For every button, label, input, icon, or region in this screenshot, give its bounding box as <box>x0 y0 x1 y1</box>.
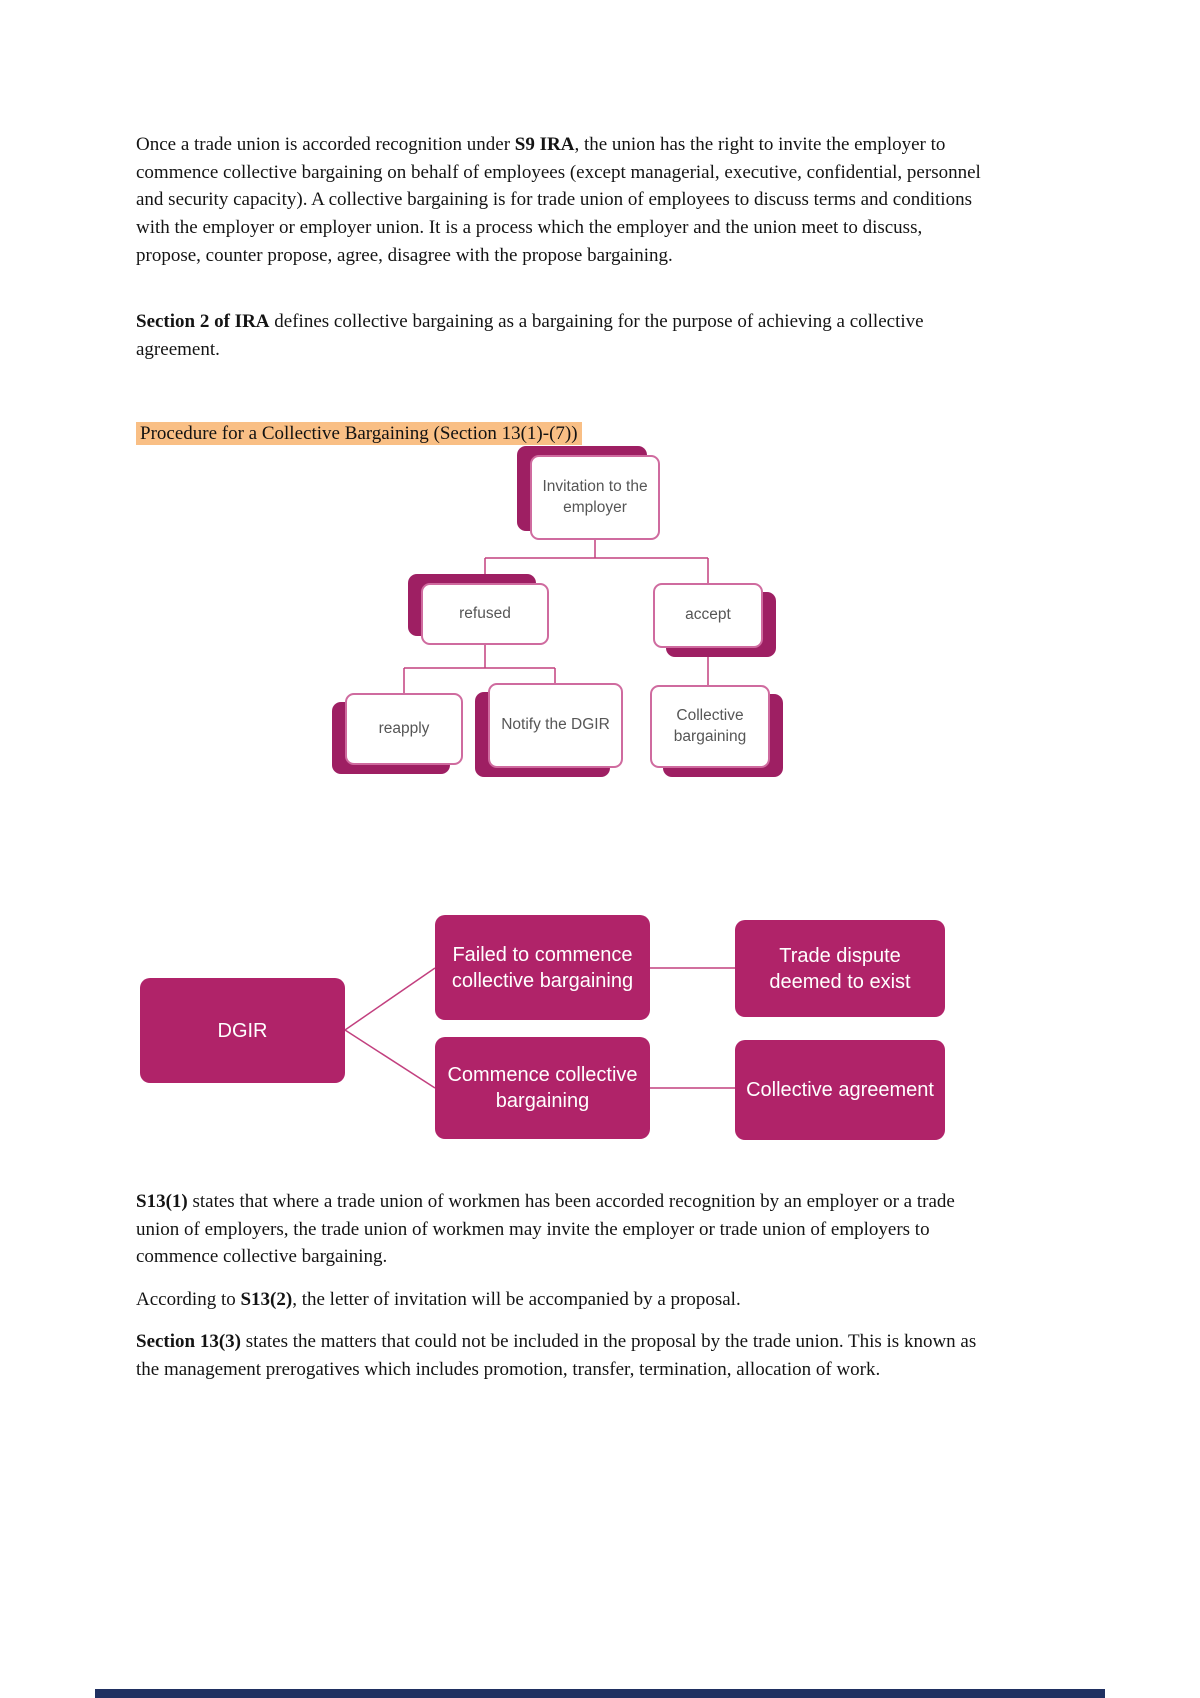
text-run: , the letter of invitation will be accom… <box>292 1289 741 1310</box>
node-label: reapply <box>378 719 430 737</box>
text-run-bold: S13(1) <box>136 1191 188 1212</box>
text-run-bold: S13(2) <box>240 1289 293 1310</box>
node-label: Commence collective bargaining <box>447 1064 638 1112</box>
flow-node-dgir: DGIR <box>140 978 345 1083</box>
paragraph-section2: Section 2 of IRA defines collective barg… <box>136 308 984 363</box>
flow-node-commence: Commence collective bargaining <box>435 1037 650 1139</box>
flow-node-failed-commence: Failed to commence collective bargaining <box>435 915 650 1020</box>
paragraph-s13-1: S13(1) states that where a trade union o… <box>136 1188 984 1271</box>
text-run-bold: S9 IRA <box>514 134 575 155</box>
node-label: Notify the DGIR <box>501 716 610 734</box>
node-label: Invitation to the employer <box>542 478 648 516</box>
node-label: Collective agreement <box>746 1079 934 1101</box>
flow-node-accept: accept <box>653 583 776 657</box>
flow-node-collective-bargaining: Collective bargaining <box>650 685 783 777</box>
flow-node-collective-agreement: Collective agreement <box>735 1040 945 1140</box>
node-label: DGIR <box>217 1019 268 1042</box>
node-box: Collective bargaining <box>650 685 770 768</box>
flow-node-notify-dgir: Notify the DGIR <box>475 683 623 777</box>
node-box: accept <box>653 583 763 648</box>
bottom-page-bar <box>95 1689 1105 1698</box>
text-run: defines collective bargaining as a barga… <box>136 311 924 360</box>
text-run: According to <box>136 1289 241 1310</box>
node-box: reapply <box>345 693 463 765</box>
node-label: Collective bargaining <box>673 707 747 745</box>
text-run-bold: Section 13(3) <box>136 1331 242 1352</box>
node-box: refused <box>421 583 549 645</box>
flow-node-refused: refused <box>408 574 549 645</box>
node-label: Trade dispute deemed to exist <box>769 944 911 993</box>
node-label: refused <box>459 604 511 622</box>
text-run: , the union has the right to invite the … <box>136 134 981 266</box>
text-run: states that where a trade union of workm… <box>136 1191 955 1268</box>
node-box: Notify the DGIR <box>488 683 623 768</box>
paragraph-s13-3: Section 13(3) states the matters that co… <box>136 1328 984 1383</box>
flow-node-reapply: reapply <box>332 693 463 774</box>
flow-node-trade-dispute: Trade dispute deemed to exist <box>735 920 945 1017</box>
connector-line <box>344 1029 436 1089</box>
text-run: states the matters that could not be inc… <box>136 1331 977 1380</box>
node-box: Invitation to the employer <box>530 455 660 540</box>
connector-line <box>344 967 436 1031</box>
text-run-bold: Section 2 of IRA <box>136 311 270 332</box>
paragraph-s13-2: According to S13(2), the letter of invit… <box>136 1286 984 1314</box>
node-label: accept <box>685 606 731 624</box>
paragraph-intro: Once a trade union is accorded recogniti… <box>136 131 984 270</box>
highlighted-heading: Procedure for a Collective Bargaining (S… <box>136 421 582 448</box>
node-label: Failed to commence collective bargaining <box>451 943 634 992</box>
heading-highlight-text: Procedure for a Collective Bargaining (S… <box>136 422 582 445</box>
flow-node-invitation: Invitation to the employer <box>517 446 660 540</box>
text-run: Once a trade union is accorded recogniti… <box>136 134 515 155</box>
